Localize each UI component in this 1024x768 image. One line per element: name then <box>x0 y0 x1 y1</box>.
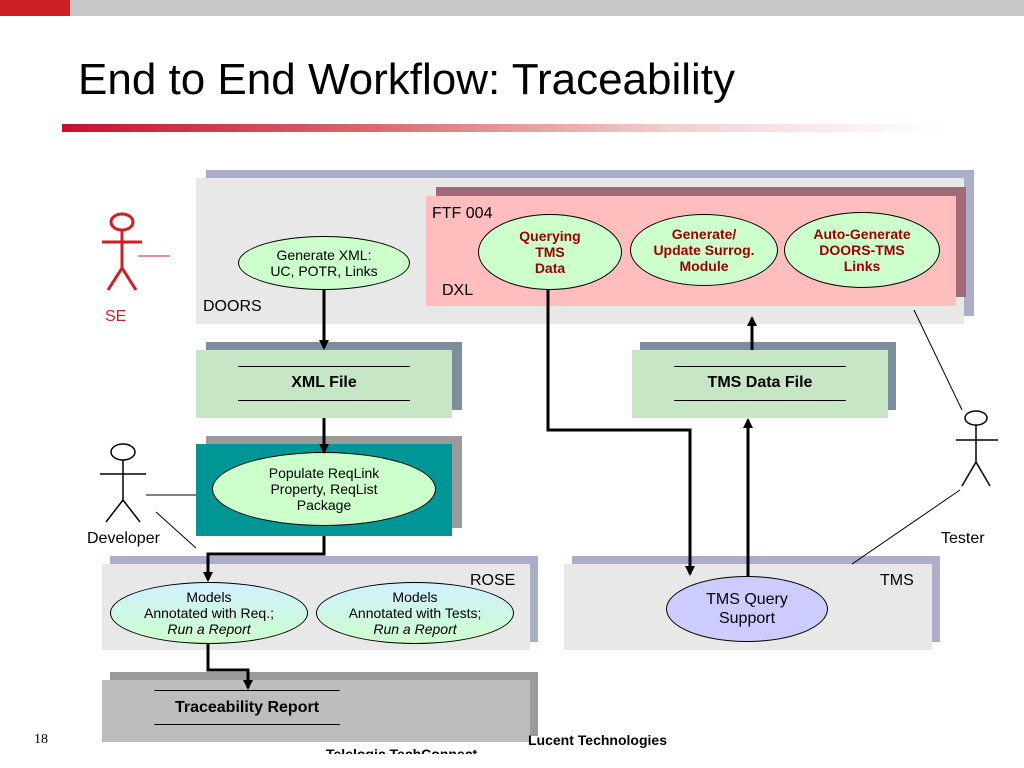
auto-generate-line3: Links <box>843 258 881 274</box>
generate-xml-line1: Generate XML: <box>276 247 372 263</box>
querying-line3: Data <box>534 260 566 276</box>
tester-doors-line <box>913 309 963 411</box>
models-tests-line3: Run a Report <box>373 621 457 637</box>
generate-update-line3: Module <box>679 258 729 274</box>
se-label: SE <box>105 308 127 325</box>
populate-line3: Package <box>296 497 352 513</box>
developer-rose-line <box>155 511 197 549</box>
doors-label: DOORS <box>203 298 262 315</box>
tms-data-file-top-line <box>674 366 846 367</box>
page-title: End to End Workflow: Traceability <box>78 55 736 104</box>
developer-actor-icon <box>100 443 146 523</box>
footer-right-text: Lucent Technologies <box>528 732 667 748</box>
models-tests-line1: Models <box>392 589 438 605</box>
tms-query-line2: Support <box>718 610 776 627</box>
populate-ellipse: Populate ReqLink Property, ReqList Packa… <box>212 452 436 526</box>
tester-label: Tester <box>941 530 985 547</box>
tms-query-support-ellipse: TMS Query Support <box>666 576 828 642</box>
report-top-line <box>154 690 340 691</box>
models-tests-line2: Annotated with Tests; <box>348 605 482 621</box>
report-bottom-line <box>154 724 340 725</box>
arrow-populate-to-models <box>203 536 326 582</box>
title-rule <box>62 124 942 132</box>
generate-xml-line2: UC, POTR, Links <box>270 263 378 279</box>
auto-generate-ellipse: Auto-Generate DOORS-TMS Links <box>784 212 940 288</box>
querying-tms-ellipse: Querying TMS Data <box>478 214 622 290</box>
models-req-ellipse: Models Annotated with Req.; Run a Report <box>110 582 308 644</box>
developer-label: Developer <box>87 530 160 547</box>
populate-line1: Populate ReqLink <box>268 465 380 481</box>
rose-label: ROSE <box>470 572 516 589</box>
footer-left-text: Telelogic TechConnect <box>326 746 478 754</box>
xml-file-label: XML File <box>291 374 357 391</box>
tms-data-file-label: TMS Data File <box>707 374 813 391</box>
querying-line2: TMS <box>535 244 565 260</box>
arrow-querying-to-tms-query <box>546 290 695 576</box>
xml-file-bottom-line <box>238 400 410 401</box>
tester-actor-icon <box>956 410 998 487</box>
dxl-label: DXL <box>442 282 474 299</box>
models-req-line2: Annotated with Req.; <box>144 605 274 621</box>
populate-line2: Property, ReqList <box>270 481 378 497</box>
models-req-line3: Run a Report <box>167 621 251 637</box>
header-accent-bar <box>0 0 70 16</box>
tms-label: TMS <box>880 572 914 589</box>
auto-generate-line2: DOORS-TMS <box>819 242 905 258</box>
generate-update-ellipse: Generate/ Update Surrog. Module <box>630 214 778 286</box>
tms-data-file-box <box>632 350 888 418</box>
querying-line1: Querying <box>519 228 581 244</box>
xml-file-top-line <box>238 366 410 367</box>
generate-xml-ellipse: Generate XML: UC, POTR, Links <box>238 236 410 290</box>
generate-update-line2: Update Surrog. <box>653 242 755 258</box>
ftf-label: FTF 004 <box>432 205 493 222</box>
arrow-models-to-report <box>206 644 253 690</box>
models-tests-ellipse: Models Annotated with Tests; Run a Repor… <box>316 582 514 644</box>
se-actor-icon <box>102 212 142 291</box>
tester-tms-line <box>851 489 961 565</box>
models-req-line1: Models <box>186 589 232 605</box>
tms-data-file-bottom-line <box>674 400 846 401</box>
tms-query-line1: TMS Query <box>706 591 788 608</box>
generate-update-line1: Generate/ <box>671 226 737 242</box>
auto-generate-line1: Auto-Generate <box>813 226 911 242</box>
xml-file-box <box>196 350 452 418</box>
header-bar <box>70 0 1024 16</box>
page-number: 18 <box>34 732 48 747</box>
report-label: Traceability Report <box>174 699 320 716</box>
